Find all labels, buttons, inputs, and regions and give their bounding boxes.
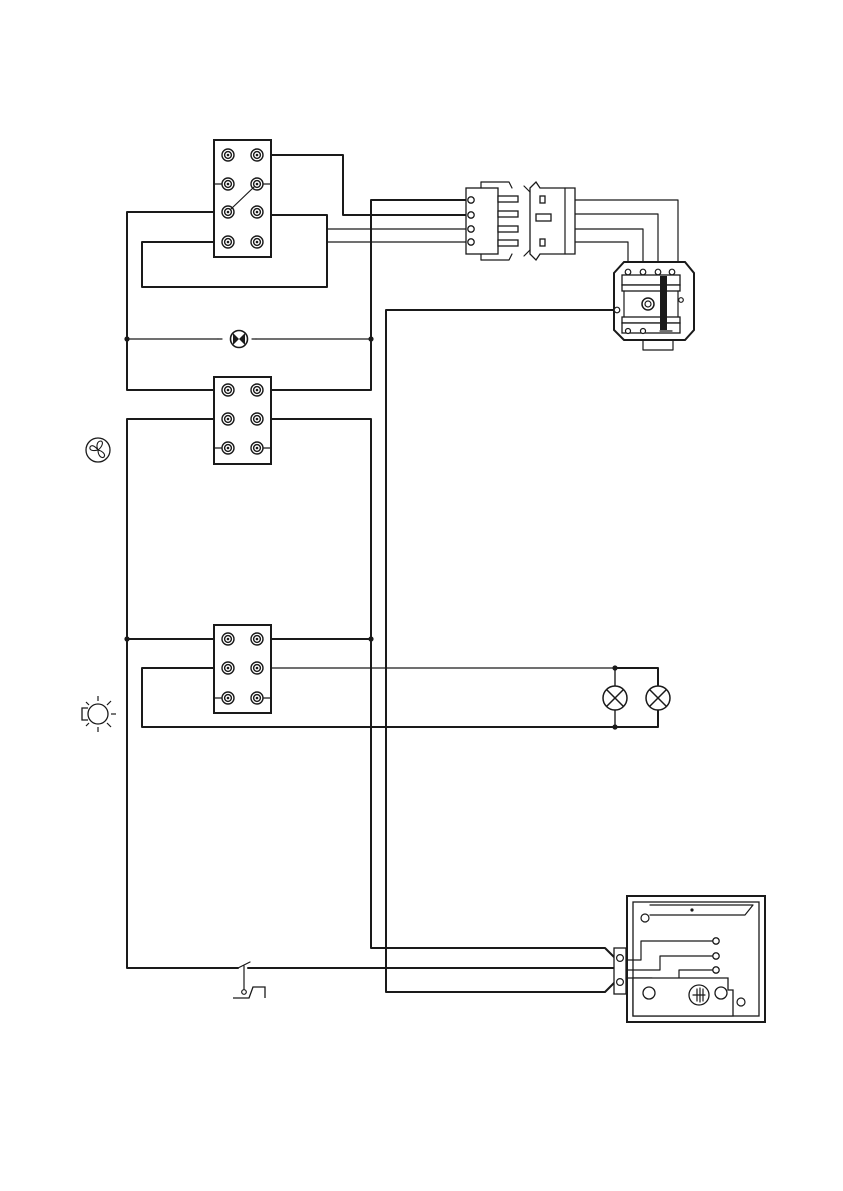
wire-top-left-loop [127, 212, 215, 390]
fan-switch [214, 377, 271, 464]
lamp-right [646, 668, 670, 727]
fan-icon [86, 438, 110, 462]
lamp-left [603, 668, 627, 727]
control-board [614, 896, 765, 1022]
wires [124, 155, 678, 992]
pilot-lamp [218, 331, 256, 348]
connector-socket [524, 182, 575, 260]
top-selector-switch [214, 140, 271, 257]
wire-motor-feed [386, 310, 615, 992]
lamp-icon [603, 686, 627, 710]
wire-fan-row2-right [272, 419, 615, 958]
light-switch [214, 625, 271, 713]
light-bulb-icon [82, 696, 116, 732]
pilot-lamp-icon [231, 331, 248, 348]
door-switch-icon [233, 966, 265, 998]
lamp-icon [646, 686, 670, 710]
wire-socket-motor-1 [575, 200, 678, 270]
fan-motor [614, 262, 694, 350]
connector-plug [466, 182, 518, 260]
